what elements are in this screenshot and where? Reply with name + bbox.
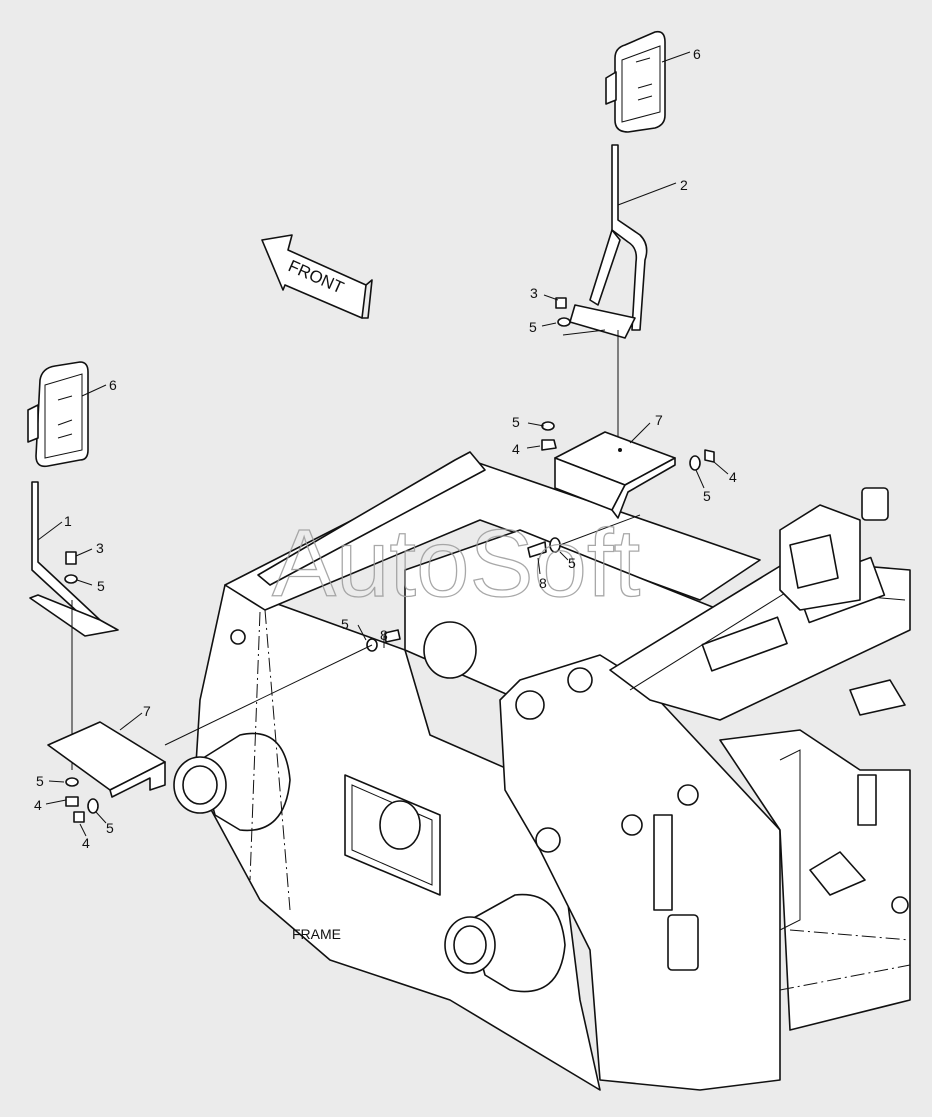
callout-washer-5-left-c: 5 <box>106 820 114 836</box>
callout-bolt-3-left: 3 <box>96 540 104 556</box>
frame-assembly <box>173 451 911 1091</box>
right-mirror-assembly <box>562 30 666 460</box>
mirror-bracket-right <box>554 431 676 519</box>
rear-pin <box>891 896 909 914</box>
pivot-hole-1 <box>515 690 545 720</box>
frame-inner-bore <box>423 621 477 679</box>
callout-nut-4-left-a: 4 <box>34 797 42 813</box>
callout-bracket-7-right: 7 <box>655 412 663 428</box>
rear-bracket <box>809 851 866 896</box>
bolt-3-right <box>555 297 567 309</box>
deck-handle-slot <box>701 616 788 672</box>
leader-lines <box>37 51 729 837</box>
callout-arm-1: 1 <box>64 513 72 529</box>
callout-washer-5-left-b: 5 <box>36 773 44 789</box>
mirror-bracket-left <box>47 721 166 798</box>
side-tab <box>849 679 906 716</box>
nut-4-left <box>65 796 79 807</box>
callout-bracket-7-left: 7 <box>143 703 151 719</box>
access-panel-bore <box>379 800 421 850</box>
washer-5-left-side <box>87 798 99 814</box>
frame-cross-tube <box>257 451 486 586</box>
right-plate-handle <box>667 914 699 971</box>
callout-washer-5-center: 5 <box>341 616 349 632</box>
callout-mirror-6-right: 6 <box>693 46 701 62</box>
washer-5-right-upper <box>557 317 571 327</box>
callout-washer-5-right-b: 5 <box>512 414 520 430</box>
bolt-8-right <box>527 541 547 558</box>
mirror-mount-right <box>605 71 617 105</box>
mirror-mount-left <box>27 404 39 443</box>
frame-hinge-plate <box>789 534 839 589</box>
frame-small-hole <box>230 629 246 645</box>
axle-tube-lower <box>444 893 566 993</box>
nut-4-left-low <box>73 811 85 823</box>
front-arrow: FRONT <box>261 234 373 319</box>
callout-washer-5-right-c: 5 <box>703 488 711 504</box>
callout-nut-4-right-b: 4 <box>729 469 737 485</box>
callout-washer-5-right-d: 5 <box>568 555 576 571</box>
pivot-hole-5 <box>677 784 699 806</box>
frame-right-side-plate <box>499 654 781 1091</box>
washer-5-left-upper <box>64 574 78 584</box>
callout-arm-2: 2 <box>680 177 688 193</box>
callout-bolt-8-center: 8 <box>380 627 388 643</box>
callout-numbers: 6 2 3 5 5 4 7 4 5 5 8 6 1 3 5 8 5 7 5 4 … <box>34 46 737 851</box>
nut-4-right-side <box>704 449 715 463</box>
mirror-base-plate-left <box>29 594 119 637</box>
frame-label: FRAME <box>292 926 341 942</box>
rear-slot <box>857 774 877 826</box>
bolt-8-center <box>384 629 401 643</box>
pivot-hole-3 <box>535 827 561 853</box>
pivot-hole-2 <box>567 667 593 693</box>
callout-washer-5-right-a: 5 <box>529 319 537 335</box>
pivot-hole-4 <box>621 814 643 836</box>
mirror-head-left <box>35 361 89 468</box>
fastener-group-left <box>64 551 401 823</box>
callout-nut-4-left-b: 4 <box>82 835 90 851</box>
bolt-3-left <box>65 551 77 565</box>
callout-nut-4-right-a: 4 <box>512 441 520 457</box>
washer-5-left-lower <box>65 777 79 787</box>
frame-top-boss <box>861 487 889 521</box>
watermark: AutoSoft <box>272 510 640 617</box>
callout-bolt-8-right: 8 <box>539 575 547 591</box>
mirror-arm-right <box>611 144 648 331</box>
nut-4-right <box>541 439 557 451</box>
callout-washer-5-left-a: 5 <box>97 578 105 594</box>
callout-bolt-3-right: 3 <box>530 285 538 301</box>
mirror-base-plate-right <box>569 304 636 339</box>
right-plate-slot <box>653 814 673 911</box>
washer-5-right-side <box>689 455 701 471</box>
left-mirror-assembly <box>27 361 119 770</box>
axle-tube-upper <box>173 732 291 832</box>
mirror-head-right <box>614 30 666 133</box>
callout-mirror-6-left: 6 <box>109 377 117 393</box>
